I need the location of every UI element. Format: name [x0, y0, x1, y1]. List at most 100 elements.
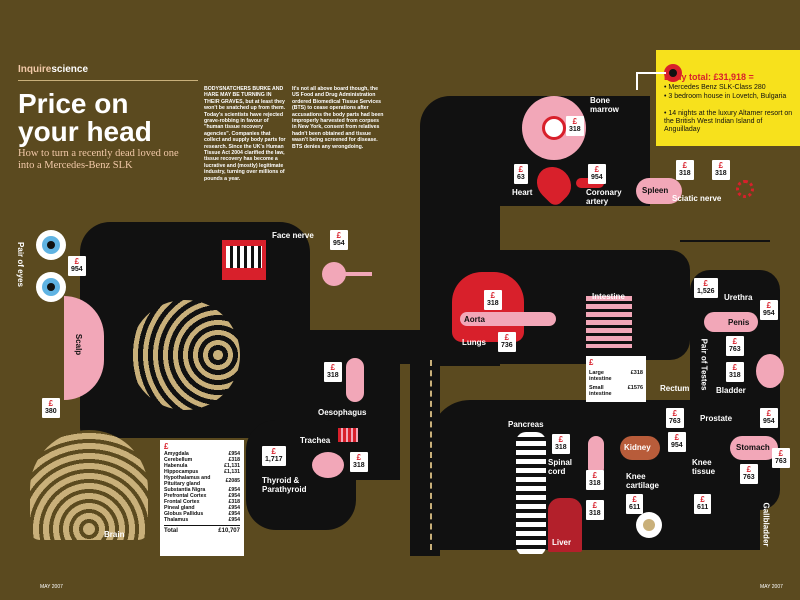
brain-table-row: Globus Pallidus£954 — [164, 511, 240, 517]
price-tag-lungs: £736 — [498, 332, 516, 352]
page-subtitle: How to turn a recently dead loved one in… — [18, 148, 179, 171]
price-value: 318 — [569, 126, 581, 133]
brain-table-row: Prefrontal Cortex£954 — [164, 493, 240, 499]
label-aorta: Aorta — [464, 315, 485, 324]
kidney-shape — [620, 436, 660, 460]
currency-icon: £ — [632, 495, 637, 504]
price-tag-urethra: £1,526 — [694, 278, 718, 298]
currency-icon: £ — [594, 165, 600, 174]
brain-row-value: £318 — [228, 457, 240, 463]
price-value: 318 — [679, 170, 691, 177]
price-tag-aorta: £318 — [484, 290, 502, 310]
label-sciatic: Sciatic nerve — [672, 194, 722, 203]
label-trachea: Trachea — [300, 436, 331, 445]
brain-row-name: Hippocampus — [164, 469, 199, 475]
currency-icon: £ — [682, 161, 688, 170]
label-stomach: Stomach — [736, 443, 770, 452]
currency-icon: £ — [356, 453, 362, 462]
stomach-shape — [730, 436, 778, 460]
thyroid-shape — [312, 452, 344, 478]
label-heart: Heart — [512, 188, 533, 197]
title-line-1: Price on — [18, 88, 129, 119]
price-tag-knee-tissue: £611 — [694, 494, 712, 514]
currency-icon: £ — [732, 337, 738, 346]
brain-table-row: Thalamus£954 — [164, 517, 240, 523]
brain-row-value: £954 — [228, 493, 240, 499]
intestine-currency: £ — [589, 358, 594, 367]
total-connector — [636, 72, 666, 74]
currency-icon: £ — [490, 291, 496, 300]
price-value: 318 — [729, 372, 741, 379]
price-tag-prostate: £954 — [760, 408, 778, 428]
label-coronary: Coronary artery — [586, 188, 622, 206]
brain-row-name: Pineal gland — [164, 505, 195, 511]
brain-shape — [30, 430, 148, 540]
spleen-shape — [636, 178, 682, 204]
brain-row-value: £2085 — [225, 478, 240, 484]
brain-table-row: Pineal gland£954 — [164, 505, 240, 511]
price-value: 63 — [517, 174, 525, 181]
face-nerve-shape — [322, 262, 346, 286]
label-kidney: Kidney — [624, 443, 651, 452]
aorta-shape — [460, 312, 556, 326]
bladder-shape — [756, 354, 784, 388]
label-knee-cart: Knee cartilage — [626, 472, 659, 490]
label-pancreas: Pancreas — [508, 420, 544, 429]
spinal-cord-shape — [588, 436, 604, 476]
currency-icon: £ — [592, 501, 598, 510]
body-total-item-3: • 14 nights at the luxury Altamer resort… — [664, 110, 793, 133]
currency-icon: £ — [674, 433, 680, 442]
brain-table-row: Frontal Cortex£318 — [164, 499, 240, 505]
label-spleen: Spleen — [642, 186, 669, 195]
price-tag-gallbladder: £763 — [772, 448, 790, 468]
price-value: 954 — [763, 310, 775, 317]
currency-icon: £ — [74, 257, 80, 266]
price-value: 318 — [715, 170, 727, 177]
intro-col-1: BODYSNATCHERS BURKE AND HARE MAY BE TURN… — [204, 86, 286, 182]
label-scalp: Scalp — [74, 333, 84, 356]
intestine-price-box: £ Large intestine£318 Small intestine£15… — [586, 356, 646, 402]
price-tag-heart: £63 — [514, 164, 528, 184]
price-value: 611 — [629, 504, 641, 511]
section-tag: Inquirescience — [18, 64, 88, 75]
price-value: 954 — [763, 418, 775, 425]
label-pair-testes: Pair of Testes — [699, 338, 709, 391]
price-tag-oesophagus: £318 — [324, 362, 342, 382]
currency-icon: £ — [778, 449, 784, 458]
price-value: 954 — [333, 240, 345, 247]
price-tag-testes: £763 — [726, 336, 744, 356]
price-tag-pancreas: £318 — [552, 434, 570, 454]
price-value: 318 — [353, 462, 365, 469]
brain-row-value: £1,131 — [224, 463, 240, 469]
price-value: 318 — [327, 372, 339, 379]
price-value: 611 — [697, 504, 709, 511]
brain-row-value: £318 — [228, 499, 240, 505]
label-gallbladder: Gallbladder — [761, 502, 771, 547]
label-rectum: Rectum — [660, 384, 690, 393]
price-tag-thyroid: £1,717 — [262, 446, 286, 466]
price-value: 380 — [45, 408, 57, 415]
currency-icon: £ — [572, 117, 578, 126]
price-value: 763 — [775, 458, 787, 465]
intestine-shape — [586, 296, 632, 348]
footer-left: MAY 2007 — [40, 584, 63, 590]
currency-icon: £ — [700, 495, 705, 504]
brain-total-label: Total — [164, 528, 178, 534]
brain-row-value: £954 — [228, 451, 240, 457]
label-prostate: Prostate — [700, 414, 733, 423]
liver-shape — [548, 498, 582, 552]
header-rule — [18, 80, 198, 81]
currency-icon: £ — [718, 161, 724, 170]
price-tag-stomach: £763 — [740, 464, 758, 484]
brain-table-row: Cerebellum£318 — [164, 457, 240, 463]
currency-icon: £ — [592, 471, 598, 480]
price-value: 1,717 — [265, 456, 283, 463]
brain-row-name: Substantia Nigra — [164, 487, 206, 493]
price-value: 736 — [501, 342, 513, 349]
section-tag-a: Inquire — [18, 64, 52, 75]
brain-row-value: £954 — [228, 517, 240, 523]
price-value: 318 — [555, 444, 567, 451]
currency-icon: £ — [518, 165, 524, 174]
body-total-title: Body total: £31,918 = — [664, 72, 754, 82]
